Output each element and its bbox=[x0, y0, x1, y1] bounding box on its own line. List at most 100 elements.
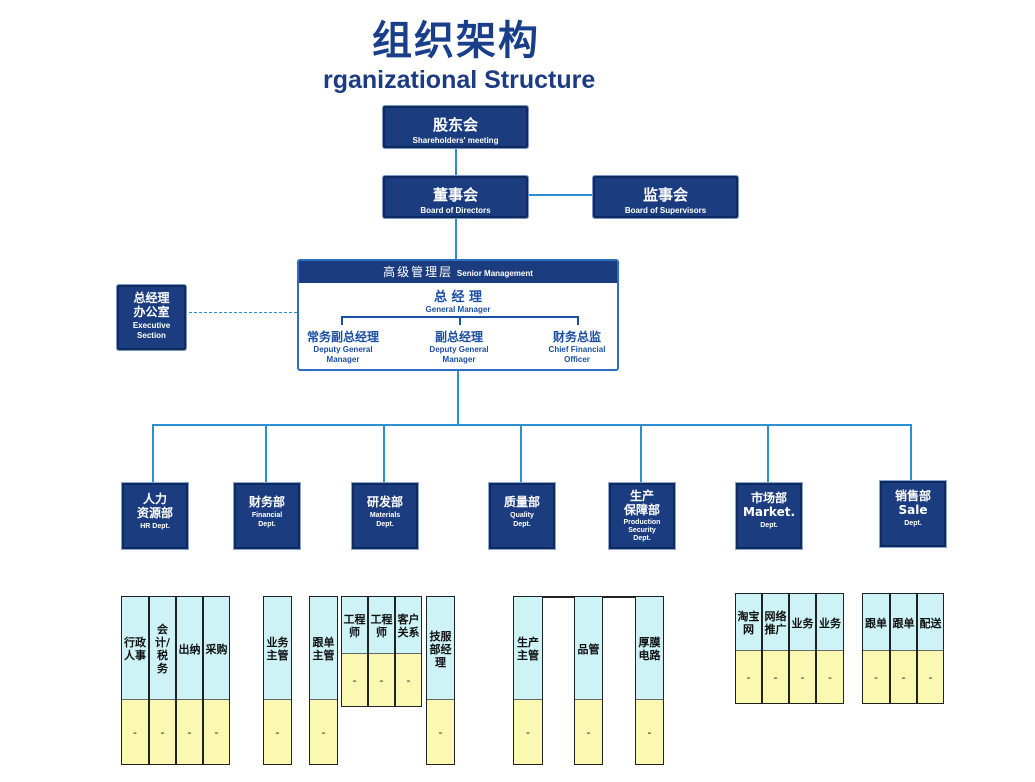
gm-en: General Manager bbox=[425, 305, 491, 314]
subunit-label: 品管 bbox=[575, 597, 602, 701]
subunit-label: 跟单 bbox=[891, 594, 916, 652]
board-en: Board of Directors bbox=[420, 206, 491, 215]
subunit-placeholder: - bbox=[204, 699, 229, 764]
shareholders-cn: 股东会 bbox=[432, 116, 478, 134]
subunit-customer-relations: 客户 关系 - bbox=[395, 596, 422, 707]
subunit-placeholder: - bbox=[342, 653, 367, 706]
senior-en: Senior Management bbox=[456, 269, 533, 278]
connector bbox=[520, 425, 522, 483]
subunit-label: 技服 部经 理 bbox=[427, 597, 454, 701]
subunit-online-promotion: 网络 推广 - bbox=[762, 593, 789, 704]
subunit-placeholder: - bbox=[122, 699, 148, 764]
deputy-exec-en2: Manager bbox=[326, 355, 360, 364]
dept-quality-cn: 质量部 bbox=[503, 495, 540, 509]
dept-sale-en: Dept. bbox=[904, 520, 922, 527]
subunit-placeholder: - bbox=[264, 699, 291, 764]
senior-cn: 高级管理层 bbox=[383, 265, 454, 279]
general-manager: 总 经 理 General Manager bbox=[299, 286, 617, 315]
connector bbox=[455, 146, 457, 176]
dept-sale-cn: 销售部 Sale bbox=[894, 489, 931, 517]
subunit-placeholder: - bbox=[891, 650, 916, 703]
shareholders-en: Shareholders' meeting bbox=[412, 136, 499, 145]
subunit-admin: 行政 人事 - bbox=[121, 596, 149, 765]
connector bbox=[455, 214, 457, 260]
subunit-order-follow: 跟单 - bbox=[890, 593, 917, 704]
gm-cn: 总 经 理 bbox=[433, 290, 483, 305]
subunit-placeholder: - bbox=[369, 653, 394, 706]
subunit-placeholder: - bbox=[575, 699, 602, 764]
dept-quality: 质量部 Quality Dept. bbox=[489, 483, 555, 549]
dept-bus bbox=[152, 424, 912, 426]
dept-finance: 财务部 Financial Dept. bbox=[234, 483, 300, 549]
subunit-placeholder: - bbox=[863, 650, 889, 703]
dept-finance-cn: 财务部 bbox=[248, 495, 285, 509]
dept-market: 市场部 Market. Dept. bbox=[736, 483, 802, 549]
subunit-placeholder: - bbox=[636, 699, 663, 764]
connector bbox=[383, 425, 385, 483]
deputy-exec-en1: Deputy General bbox=[313, 345, 373, 354]
subunit-label: 业务 bbox=[817, 594, 843, 652]
page-title-cn: 组织架构 bbox=[372, 17, 540, 64]
subunit-placeholder: - bbox=[396, 653, 421, 706]
subunit-label: 行政 人事 bbox=[122, 597, 148, 701]
dept-hr: 人力 资源部 HR Dept. bbox=[122, 483, 188, 549]
subunit-engineer: 工程 师 - bbox=[341, 596, 368, 707]
senior-management-header: 高级管理层 Senior Management bbox=[299, 261, 617, 283]
subunit-label: 配送 bbox=[918, 594, 943, 652]
subunit-tech-service-manager: 技服 部经 理 - bbox=[426, 596, 455, 765]
page-title-en: rganizational Structure bbox=[323, 66, 596, 94]
subunit-accounting: 会 计/ 税 务 - bbox=[149, 596, 176, 765]
subunit-merchandiser-supervisor: 跟单 主管 - bbox=[309, 596, 338, 765]
subunit-taobao: 淘宝 网 - bbox=[735, 593, 762, 704]
dept-market-cn: 市场部 Market. bbox=[742, 491, 796, 519]
subunit-placeholder: - bbox=[310, 699, 337, 764]
dept-hr-en: HR Dept. bbox=[140, 523, 170, 530]
subunit-label: 跟单 主管 bbox=[310, 597, 337, 701]
connector bbox=[341, 316, 343, 325]
subunit-placeholder: - bbox=[150, 699, 175, 764]
dept-sale: 销售部 Sale Dept. bbox=[880, 481, 946, 547]
deputy-en2: Manager bbox=[442, 355, 476, 364]
senior-management-panel: 高级管理层 Senior Management 总 经 理 General Ma… bbox=[297, 259, 619, 371]
supervisors-cn: 监事会 bbox=[642, 186, 688, 204]
subunit-label: 生产 主管 bbox=[514, 597, 542, 701]
exec-office-en2: Section bbox=[137, 331, 166, 340]
subunit-label: 厚膜 电路 bbox=[636, 597, 663, 701]
subunit-business-supervisor: 业务 主管 - bbox=[263, 596, 292, 765]
subunit-label: 工程 师 bbox=[369, 597, 394, 655]
subunit-label: 客户 关系 bbox=[396, 597, 421, 655]
cfo-en1: Chief Financial bbox=[548, 345, 606, 354]
subunit-placeholder: - bbox=[817, 650, 843, 703]
subunit-label: 跟单 bbox=[863, 594, 889, 652]
subunit-label: 网络 推广 bbox=[763, 594, 788, 652]
dept-production: 生产 保障部 Production Security Dept. bbox=[609, 483, 675, 549]
subunit-placeholder: - bbox=[736, 650, 761, 703]
dept-finance-en: Financial Dept. bbox=[251, 512, 283, 528]
supervisors-box: 监事会 Board of Supervisors bbox=[593, 176, 738, 218]
connector bbox=[265, 425, 267, 483]
subunit-placeholder: - bbox=[514, 699, 542, 764]
subunit-label: 出纳 bbox=[177, 597, 202, 701]
exec-office-en1: Executive bbox=[132, 321, 171, 330]
subunit-placeholder: - bbox=[177, 699, 202, 764]
dept-market-en: Dept. bbox=[760, 522, 778, 529]
dashed-connector bbox=[184, 312, 297, 313]
dept-hr-cn: 人力 资源部 bbox=[136, 492, 173, 520]
dept-production-cn: 生产 保障部 bbox=[623, 489, 660, 517]
subunit-business: 业务 - bbox=[789, 593, 816, 704]
subunit-label: 采购 bbox=[204, 597, 229, 701]
subunit-quality-control: 品管 - bbox=[574, 596, 603, 765]
shareholders-box: 股东会 Shareholders' meeting bbox=[383, 106, 528, 148]
connector bbox=[577, 316, 579, 325]
subunit-thick-film-circuit: 厚膜 电路 - bbox=[635, 596, 664, 765]
subunit-engineer: 工程 师 - bbox=[368, 596, 395, 707]
cfo: 财务总监 Chief Financial Officer bbox=[535, 328, 619, 365]
cfo-cn: 财务总监 bbox=[552, 330, 601, 344]
subunit-placeholder: - bbox=[763, 650, 788, 703]
subunit-placeholder: - bbox=[918, 650, 943, 703]
deputy-manager: 副总经理 Deputy General Manager bbox=[417, 328, 501, 365]
subunit-purchase: 采购 - bbox=[203, 596, 230, 765]
subunit-label: 业务 bbox=[790, 594, 815, 652]
dept-rd-cn: 研发部 bbox=[366, 495, 403, 509]
dept-production-en: Production Security Dept. bbox=[623, 519, 661, 542]
